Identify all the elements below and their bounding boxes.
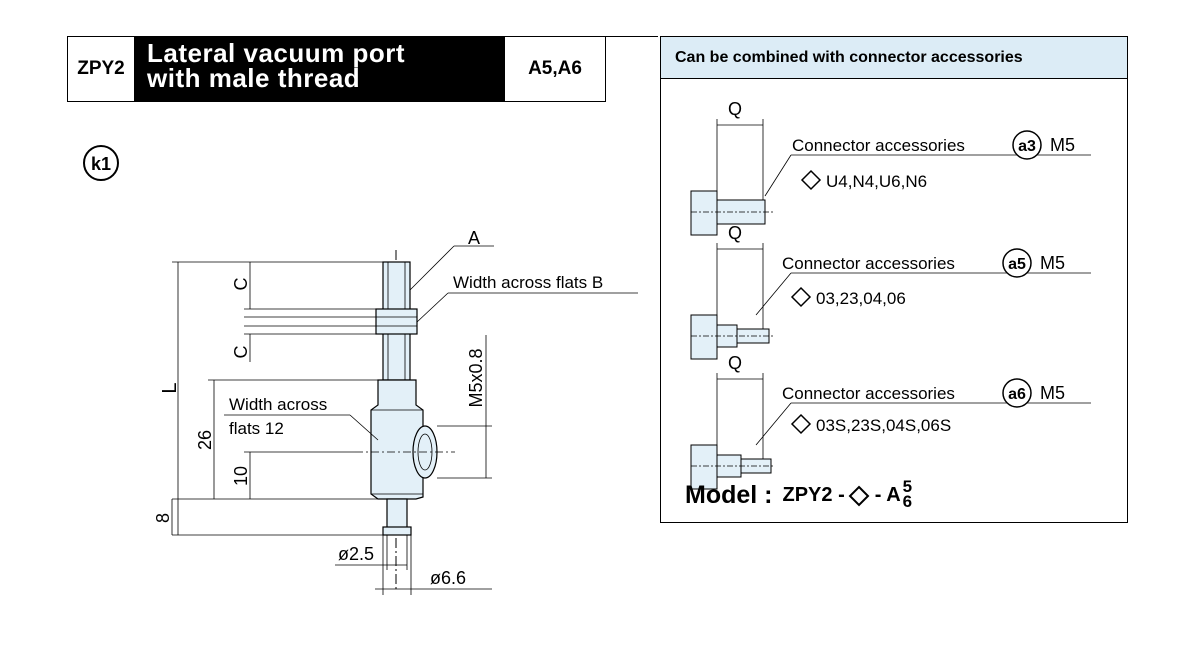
- diamond-icon: [790, 413, 812, 435]
- model-variant-5: 5: [902, 476, 913, 496]
- title-line-1: Lateral vacuum port: [147, 38, 406, 68]
- dim-C-bottom: C: [231, 346, 251, 359]
- badge-a3: a3: [1018, 138, 1036, 155]
- dim-10: 10: [231, 466, 251, 486]
- item-text: Connector accessories: [782, 254, 955, 273]
- connector-item-a6: Q Connector accessories a6 M5 03S,23S,04…: [690, 353, 1091, 490]
- q-label: Q: [728, 223, 742, 243]
- model-code: ZPY2: [68, 37, 135, 101]
- connector-item-a3: Q Connector accessories a3 M5 U4,N4,U6,N…: [690, 99, 1091, 236]
- panel-heading: Can be combined with connector accessori…: [661, 37, 1127, 79]
- model-label: Model :: [685, 481, 773, 509]
- nozzle-tip: [382, 526, 412, 536]
- q-label: Q: [728, 99, 742, 119]
- item-thread: M5: [1040, 383, 1065, 403]
- model-variant-6: 6: [902, 491, 913, 511]
- model-variants: 5 6: [902, 476, 913, 511]
- label-flats12-line2: flats 12: [229, 419, 284, 438]
- item-options: 03,23,04,06: [816, 289, 906, 308]
- item-text: Connector accessories: [792, 136, 965, 155]
- label-flats12-line1: Width across: [229, 395, 327, 414]
- item-thread: M5: [1050, 135, 1075, 155]
- connector-panel: Can be combined with connector accessori…: [660, 36, 1128, 523]
- lock-nut: [375, 308, 418, 335]
- diamond-icon: [800, 169, 822, 191]
- connector-drawings: Q Connector accessories a3 M5 U4,N4,U6,N…: [690, 99, 1091, 490]
- nozzle: [386, 498, 408, 530]
- dim-8: 8: [153, 513, 173, 523]
- variant-codes: A5,A6: [505, 37, 606, 101]
- connector-item-a5: Q Connector accessories a5 M5 03,23,04,0…: [690, 223, 1091, 360]
- item-text: Connector accessories: [782, 384, 955, 403]
- header-divider: [606, 36, 658, 37]
- thread-spec: M5x0.8: [466, 348, 486, 407]
- badge-a5: a5: [1008, 256, 1026, 273]
- model-code: ZPY2 -: [782, 484, 845, 506]
- model-designation: Model : ZPY2 - - A 5 6: [685, 476, 913, 511]
- q-label: Q: [728, 353, 742, 373]
- model-suffix: - A: [874, 484, 901, 506]
- label-d66: ø6.6: [430, 568, 466, 588]
- item-thread: M5: [1040, 253, 1065, 273]
- part-drawing: k1 L 26 10 8 C C M5x0.8 A: [83, 145, 638, 595]
- dim-L: L: [159, 382, 181, 393]
- item-options: U4,N4,U6,N6: [826, 172, 927, 191]
- header-bar: ZPY2 Lateral vacuum port with male threa…: [67, 36, 606, 102]
- badge-a6: a6: [1008, 386, 1026, 403]
- item-options: 03S,23S,04S,06S: [816, 416, 951, 435]
- badge-k1: k1: [91, 154, 111, 174]
- title-line-2: with male thread: [147, 63, 361, 93]
- dim-C-top: C: [231, 278, 251, 291]
- dim-26: 26: [195, 430, 215, 450]
- diamond-icon: [790, 286, 812, 308]
- label-d25: ø2.5: [338, 544, 374, 564]
- diamond-icon: [848, 485, 870, 506]
- badge-k1-circle: [83, 145, 119, 181]
- product-title: Lateral vacuum port with male thread: [135, 37, 505, 101]
- label-A: A: [468, 228, 480, 248]
- label-flats-B: Width across flats B: [453, 273, 603, 292]
